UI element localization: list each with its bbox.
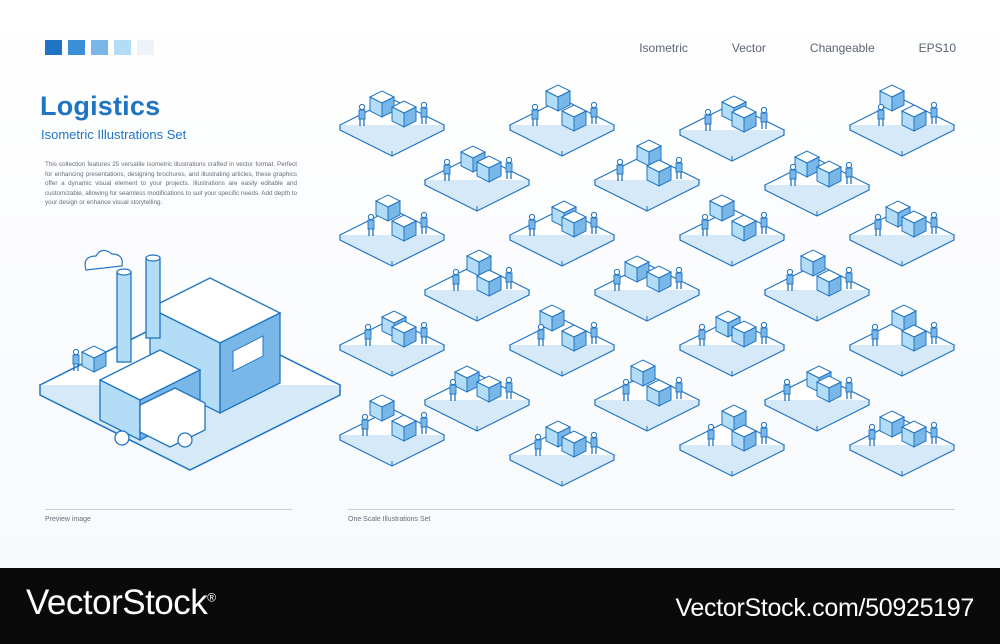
description-text: This collection features 25 versatile is…	[45, 161, 298, 206]
tag-eps10: EPS10	[918, 41, 956, 55]
delivery-truck-map-icon	[849, 84, 955, 157]
hero-illustration	[38, 249, 342, 471]
registered-mark: ®	[207, 590, 216, 605]
tag-isometric: Isometric	[639, 41, 688, 55]
swatch-2	[68, 40, 85, 55]
celebration-people-icon	[849, 304, 955, 377]
globe-cursor-icon	[679, 310, 785, 377]
caption-preview: Preview image	[45, 516, 91, 523]
swatch-3	[91, 40, 108, 55]
swatch-5	[137, 40, 154, 55]
hand-truck-card-icon	[849, 200, 955, 267]
route-tablet-icon	[509, 420, 615, 487]
warehouse-truck-icon	[424, 145, 530, 212]
laptop-search-icon	[594, 359, 700, 432]
illustrations-area	[38, 84, 955, 487]
magnifier-people-icon	[339, 194, 445, 267]
feature-tags: Isometric Vector Changeable EPS10	[595, 41, 956, 55]
swatch-1	[45, 40, 62, 55]
brand-name: VectorStock	[26, 583, 208, 622]
shopping-bag-gift-icon	[679, 404, 785, 477]
divider-left	[45, 509, 292, 510]
puzzle-people-icon	[509, 304, 615, 377]
illustration-grid	[339, 84, 955, 487]
gears-icon	[679, 194, 785, 267]
laptop-route-icon	[509, 200, 615, 267]
page-subtitle: Isometric Illustrations Set	[41, 127, 187, 142]
globe-people-icon	[424, 365, 530, 432]
divider-right	[348, 509, 955, 510]
target-arrow-icon	[764, 365, 870, 432]
caption-scale: One Scale Illustrations Set	[348, 516, 431, 523]
factory-truck-icon	[339, 90, 445, 157]
stock-url: VectorStock.com/50925197	[675, 594, 974, 622]
boxes-crane-icon	[764, 150, 870, 217]
tag-changeable: Changeable	[809, 41, 875, 55]
color-swatches	[45, 40, 154, 55]
watermark-bar	[0, 568, 1000, 644]
presentation-team-icon	[594, 255, 700, 322]
team-meeting-icon	[594, 139, 700, 212]
swatch-4	[114, 40, 131, 55]
vectorstock-logo: VectorStock®	[26, 583, 216, 623]
lightbulb-compass-icon	[339, 310, 445, 377]
tag-vector: Vector	[731, 41, 766, 55]
cargo-ship-plane-icon	[509, 84, 615, 157]
report-chart-icon	[424, 249, 530, 322]
warehouse-map-icon	[679, 95, 785, 162]
location-coin-icon	[849, 410, 955, 477]
map-pin-icon	[764, 249, 870, 322]
page-title: Logistics	[40, 91, 161, 121]
